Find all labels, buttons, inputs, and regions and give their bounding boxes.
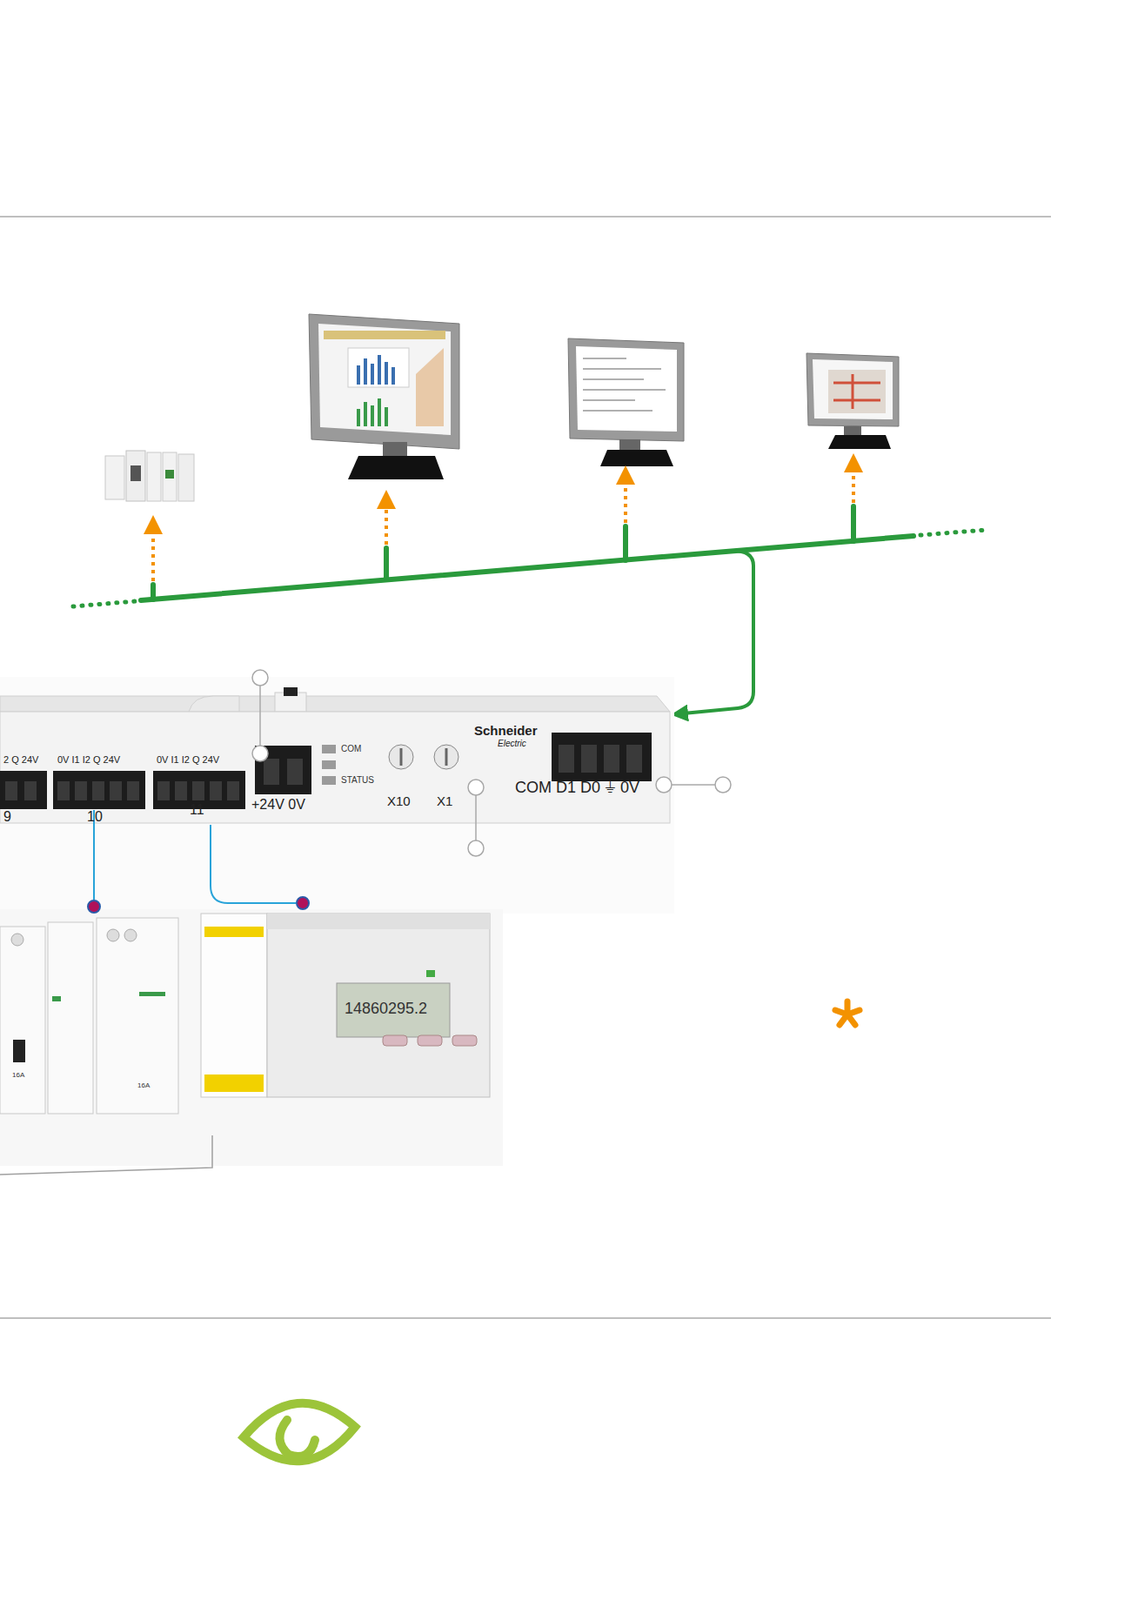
eye-icon — [243, 1403, 355, 1462]
dial-label: X1 — [436, 794, 453, 810]
meter-image — [200, 913, 490, 1098]
pin-label: 0V I1 I2 Q 24V — [156, 754, 220, 765]
plc-image — [105, 450, 195, 502]
connection-dot — [87, 900, 101, 913]
data-arrow — [153, 469, 854, 582]
brand-logo: Electric — [497, 738, 527, 749]
callout-leader — [252, 669, 731, 857]
channel-number: 9 — [3, 809, 12, 825]
channel-number: 11 — [189, 802, 205, 818]
asterisk-symbol — [835, 1001, 860, 1025]
bracket — [0, 1135, 213, 1175]
meter-display: 14860295.2 — [344, 1000, 428, 1018]
wire — [93, 809, 296, 904]
monitor-image — [568, 338, 684, 467]
channel-number: 10 — [87, 809, 103, 825]
pin-label: 0V I1 I2 Q 24V — [57, 754, 121, 765]
smartlink-module — [0, 687, 670, 824]
photo-ground — [0, 676, 675, 914]
monitor-image — [308, 314, 460, 480]
monitor-image — [806, 353, 899, 449]
rule-line — [0, 1317, 1051, 1319]
led-label: COM — [341, 743, 362, 754]
arrow-head — [143, 453, 864, 535]
contactor-image — [0, 917, 179, 1114]
dial-label: X10 — [387, 794, 411, 810]
rating-label: 16A — [12, 1071, 25, 1080]
brand-logo: Schneider — [474, 723, 538, 739]
connection-dot — [296, 896, 309, 910]
pin-label: COM D1 D0 ⏚ 0V — [515, 779, 640, 797]
rule-line — [0, 215, 1051, 218]
pin-label: +24V 0V — [251, 796, 306, 813]
rating-label: 16A — [137, 1082, 150, 1091]
photo-ground — [0, 909, 503, 1166]
pin-label: 2 Q 24V — [3, 754, 39, 765]
led-label: STATUS — [341, 775, 375, 785]
